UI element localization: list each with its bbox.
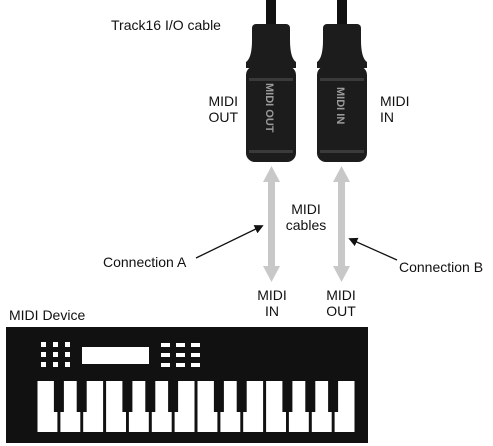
- black-key: [305, 381, 316, 412]
- connection-a-label: Connection A: [103, 254, 187, 270]
- device-midi-out-label: MIDI OUT: [326, 287, 356, 319]
- white-key: [83, 381, 104, 432]
- black-key: [122, 381, 133, 412]
- left-button-grid: [41, 342, 70, 367]
- midi-cable-a: [263, 166, 280, 282]
- white-key: [334, 381, 355, 432]
- black-key: [282, 381, 293, 412]
- white-key: [197, 381, 218, 432]
- midi-cable-b: [333, 166, 350, 282]
- white-key: [220, 381, 241, 432]
- cable-title: Track16 I/O cable: [111, 17, 221, 33]
- white-key: [106, 381, 126, 432]
- midi-cables-label: MIDI cables: [285, 201, 327, 233]
- midi-device-keyboard: [6, 327, 368, 443]
- plug-text-left: MIDI OUT: [263, 83, 275, 133]
- black-key: [168, 381, 179, 412]
- connection-b-label: Connection B: [399, 259, 484, 275]
- white-key: [37, 381, 58, 432]
- right-button-grid: [161, 343, 200, 367]
- device-display: [82, 347, 149, 364]
- black-key: [76, 381, 87, 412]
- device-midi-in-label: MIDI IN: [257, 287, 287, 319]
- black-key: [213, 381, 224, 412]
- midi-in-plug: MIDI IN: [317, 24, 367, 162]
- black-keys: [53, 381, 339, 412]
- device-label: MIDI Device: [9, 307, 86, 323]
- black-key: [328, 381, 339, 412]
- midi-out-plug: MIDI OUT: [246, 24, 296, 162]
- connection-b-arrow: [348, 237, 398, 261]
- white-key: [174, 381, 195, 432]
- white-key: [311, 381, 332, 432]
- white-key: [243, 381, 264, 432]
- plug-text-right: MIDI IN: [334, 87, 346, 124]
- white-key: [60, 381, 81, 432]
- white-key: [288, 381, 309, 432]
- white-key: [151, 381, 172, 432]
- top-cables: [266, 0, 347, 28]
- midi-in-port-label: MIDI IN: [380, 93, 410, 125]
- black-key: [236, 381, 247, 412]
- white-key: [128, 381, 149, 432]
- black-key: [145, 381, 156, 412]
- midi-out-port-label: MIDI OUT: [208, 93, 238, 125]
- white-key: [266, 381, 286, 432]
- black-key: [53, 381, 64, 412]
- connection-a-arrow: [195, 225, 264, 259]
- white-keys: [37, 381, 355, 432]
